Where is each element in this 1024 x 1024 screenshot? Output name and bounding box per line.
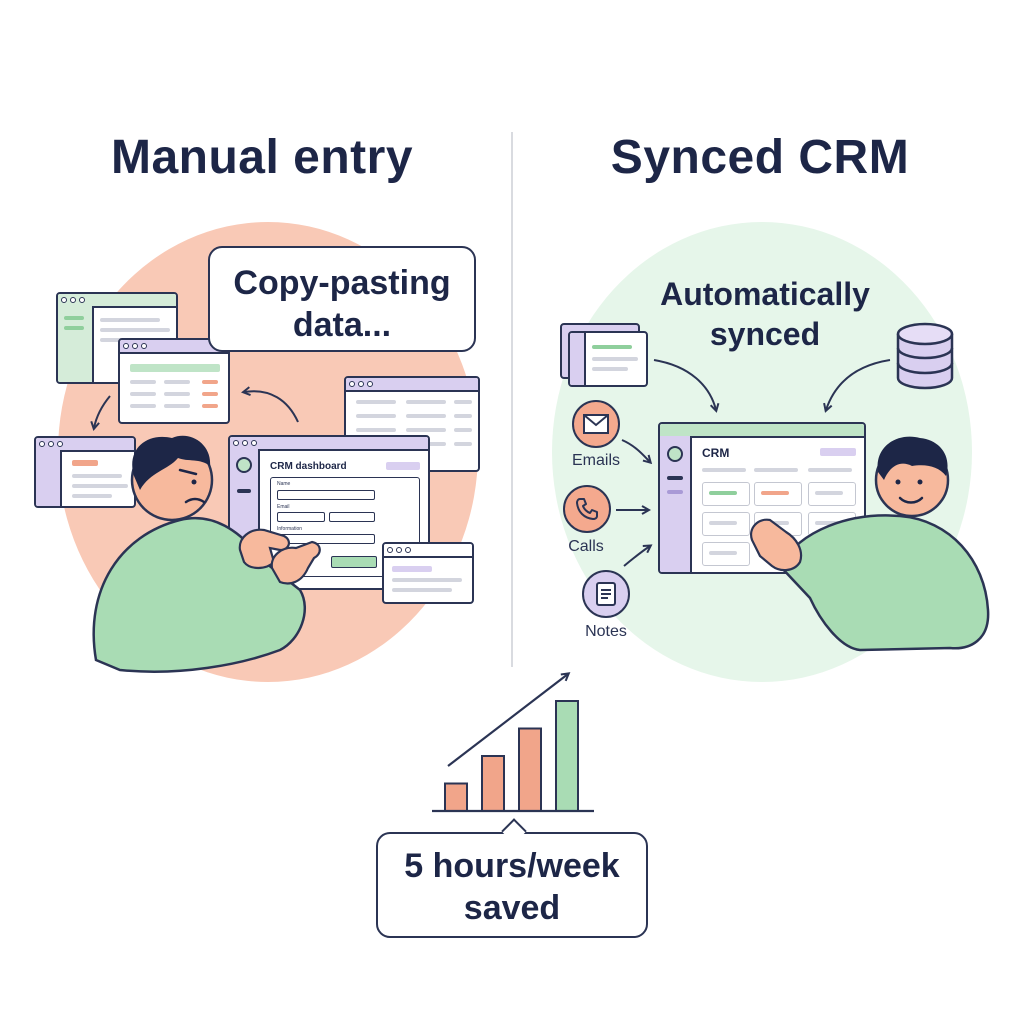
- form-label-information: Information: [277, 526, 303, 532]
- crm-card-3: [808, 482, 856, 506]
- docs-to-crm-arrow: [653, 359, 716, 410]
- manual-entry-heading: Manual entry: [110, 131, 414, 184]
- center-divider: [511, 132, 513, 667]
- notes-window: [34, 436, 136, 508]
- notes-to-crm-arrow: [623, 546, 650, 567]
- window-swap-arrow: [94, 395, 111, 428]
- crm-card-7: [702, 542, 750, 566]
- growth-bar-3: [518, 727, 542, 812]
- note-icon: [582, 570, 630, 618]
- emails-to-crm-arrow: [621, 439, 650, 462]
- notes-label: Notes: [585, 623, 627, 640]
- spreadsheet-window: [56, 292, 178, 384]
- happy-person: [750, 436, 990, 652]
- emails-label: Emails: [571, 452, 620, 469]
- hours-saved-text: 5 hours/week saved: [404, 847, 620, 927]
- form-input-email-2[interactable]: [329, 512, 375, 522]
- database-icon: [896, 322, 954, 390]
- phone-icon: [563, 485, 611, 533]
- crm-card-4: [702, 512, 750, 536]
- growth-bar-2: [481, 755, 505, 812]
- synced-crm-heading: Synced CRM: [610, 131, 910, 184]
- popup-window: [382, 542, 474, 604]
- crm-card-2: [754, 482, 802, 506]
- growth-trend-arrow: [447, 674, 568, 767]
- calls-label: Calls: [568, 538, 604, 555]
- form-input-name[interactable]: [277, 490, 375, 500]
- hours-saved-bubble: 5 hours/week saved: [376, 832, 648, 938]
- db-to-crm-arrow: [826, 359, 891, 410]
- crm-card-1: [702, 482, 750, 506]
- copy-pasting-bubble: Copy-pasting data...: [208, 246, 476, 352]
- stacked-doc-front: [568, 331, 648, 387]
- envelope-icon: [572, 400, 620, 448]
- growth-bar-chart: [444, 700, 579, 812]
- copy-pasting-text: Copy-pasting data...: [233, 264, 451, 344]
- growth-bar-1: [444, 782, 468, 812]
- form-input-email[interactable]: [277, 512, 325, 522]
- form-label-email: Email: [277, 504, 290, 510]
- bubble-arrow: [244, 391, 299, 423]
- crm-dashboard-title: CRM dashboard: [270, 461, 347, 472]
- form-submit-button[interactable]: [331, 556, 377, 568]
- table-window: [118, 338, 230, 424]
- automatically-synced-caption: Automatically synced: [660, 276, 870, 352]
- crm-window-title: CRM: [702, 446, 730, 460]
- growth-bar-4: [555, 700, 579, 812]
- frustrated-person: [92, 435, 321, 673]
- form-label-name: Name: [277, 481, 291, 487]
